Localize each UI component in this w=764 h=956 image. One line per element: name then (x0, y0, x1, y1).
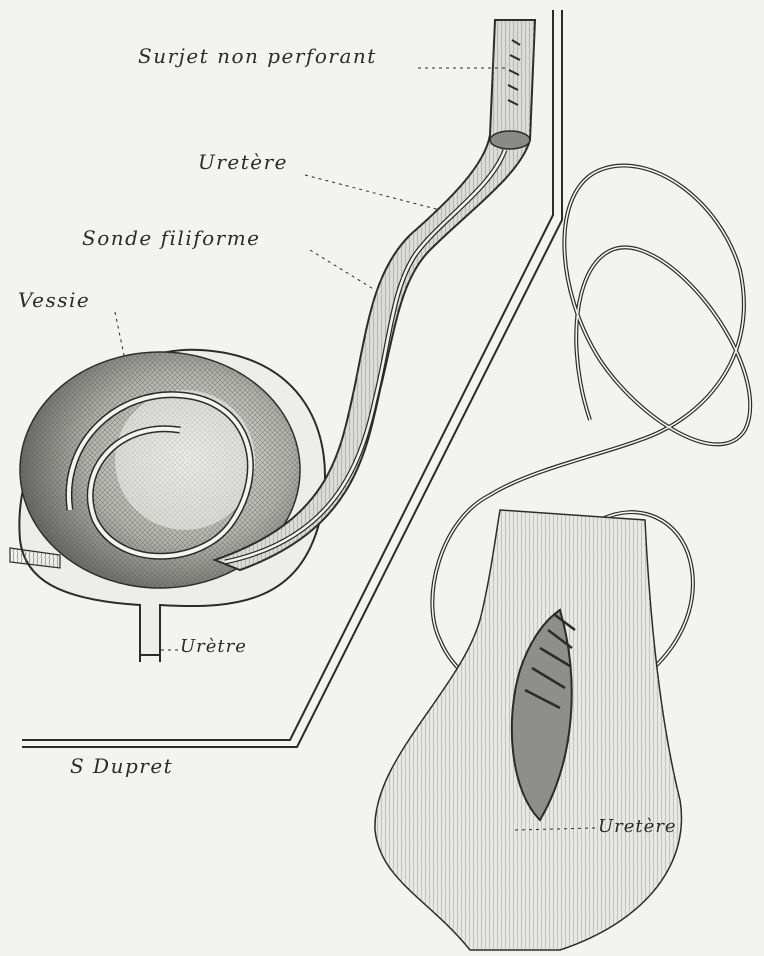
label-vessie: Vessie (18, 288, 90, 312)
label-uretere-top: Uretère (198, 150, 288, 174)
label-uretre: Urètre (180, 636, 247, 657)
label-surjet: Surjet non perforant (138, 44, 377, 68)
opened-ureter (375, 510, 682, 950)
bladder (10, 350, 325, 655)
label-sonde: Sonde filiforme (82, 226, 261, 250)
signature: S Dupret (70, 754, 173, 778)
urethra (140, 655, 160, 662)
label-uretere-bottom: Uretère (598, 816, 677, 837)
